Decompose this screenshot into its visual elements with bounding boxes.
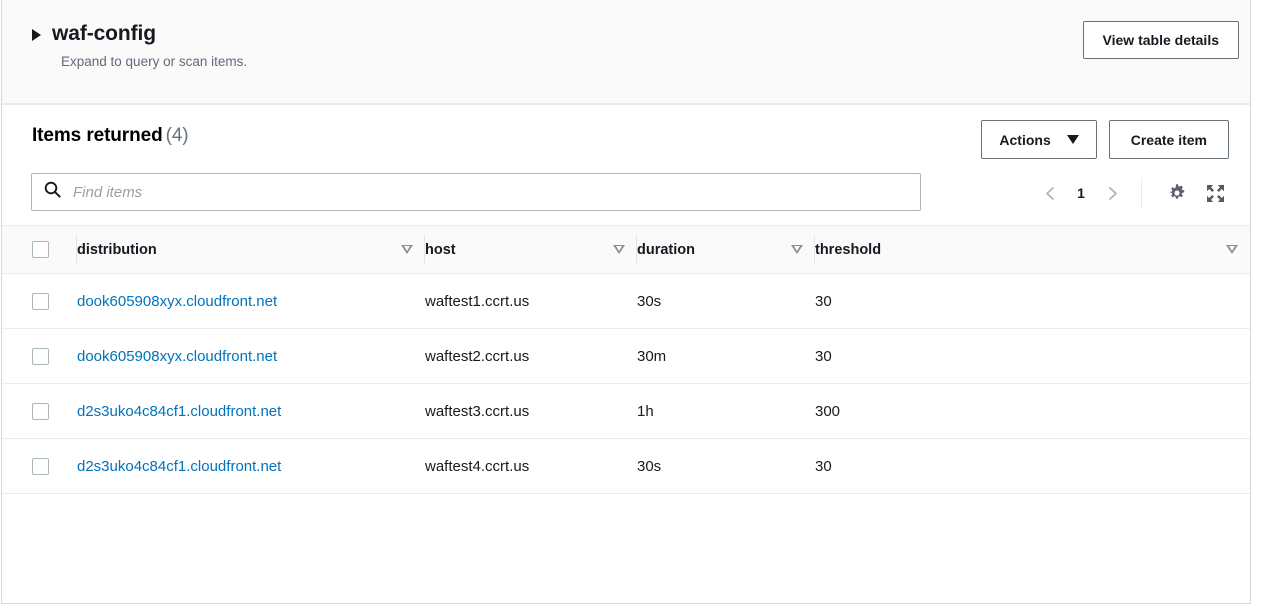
items-section: Items returned(4) Actions Create item [2, 105, 1250, 494]
cell-host: waftest4.ccrt.us [425, 457, 530, 475]
select-all-wrap [2, 241, 77, 258]
sort-descending-icon[interactable] [401, 245, 413, 254]
distribution-link[interactable]: d2s3uko4c84cf1.cloudfront.net [77, 457, 282, 475]
chevron-right-icon[interactable] [1095, 176, 1129, 210]
row-checkbox-wrap [2, 457, 77, 475]
table-header-row: distribution host dura [2, 225, 1250, 274]
distribution-link[interactable]: dook605908xyx.cloudfront.net [77, 292, 278, 310]
column-host-inner: host [425, 226, 637, 273]
cell-distribution: dook605908xyx.cloudfront.net [77, 274, 425, 329]
pagination-divider [1141, 178, 1142, 208]
sort-descending-icon[interactable] [791, 245, 803, 254]
cell-duration: 1h [637, 402, 654, 420]
view-table-details-button[interactable]: View table details [1082, 21, 1239, 59]
column-duration[interactable]: duration [637, 226, 815, 274]
cell-duration: 30s [637, 292, 662, 310]
column-distribution-inner: distribution [77, 226, 425, 273]
column-duration-inner: duration [637, 226, 815, 273]
page-title: waf-config [52, 22, 156, 45]
search-icon [44, 181, 61, 203]
table-header-left: waf-config Expand to query or scan items… [32, 22, 247, 69]
row-select-cell [2, 439, 77, 494]
items-header-row: Items returned(4) Actions Create item [2, 105, 1250, 173]
row-checkbox[interactable] [32, 402, 49, 420]
actions-button[interactable]: Actions [981, 120, 1097, 159]
table-title-row[interactable]: waf-config [32, 22, 247, 46]
caret-down-icon [1066, 135, 1079, 144]
expand-icon[interactable] [1200, 178, 1230, 208]
row-checkbox-wrap [2, 292, 77, 310]
gear-icon[interactable] [1162, 178, 1192, 208]
cell-distribution: d2s3uko4c84cf1.cloudfront.net [77, 384, 425, 439]
panel-container: waf-config Expand to query or scan items… [1, 0, 1251, 604]
filter-row: 1 [2, 173, 1250, 225]
create-item-button[interactable]: Create item [1108, 120, 1229, 159]
triangle-right-icon[interactable] [32, 29, 41, 41]
cell-threshold: 30 [815, 292, 832, 310]
cell-host: waftest2.ccrt.us [425, 347, 530, 365]
column-threshold[interactable]: threshold [815, 226, 1250, 274]
column-host-label: host [425, 241, 456, 258]
row-select-cell [2, 384, 77, 439]
column-duration-label: duration [637, 241, 695, 258]
table-head: distribution host dura [2, 225, 1250, 274]
select-all-checkbox[interactable] [32, 241, 49, 258]
cell-threshold: 30 [815, 457, 832, 475]
search-input[interactable] [73, 183, 908, 201]
table-row[interactable]: d2s3uko4c84cf1.cloudfront.net waftest4.c… [2, 438, 1250, 494]
table-row[interactable]: d2s3uko4c84cf1.cloudfront.net waftest3.c… [2, 383, 1250, 439]
items-action-buttons: Actions Create item [981, 120, 1229, 159]
cell-distribution: d2s3uko4c84cf1.cloudfront.net [77, 439, 425, 494]
pagination-controls: 1 [1033, 175, 1230, 211]
items-returned-heading: Items returned(4) [32, 125, 189, 147]
column-threshold-label: threshold [815, 241, 882, 258]
cell-duration: 30m [637, 347, 667, 365]
items-returned-count: (4) [165, 125, 189, 146]
table-header-section: waf-config Expand to query or scan items… [2, 0, 1250, 105]
search-box[interactable] [31, 173, 921, 211]
sort-descending-icon[interactable] [613, 245, 625, 254]
page-number-1[interactable]: 1 [1077, 185, 1085, 201]
table-row[interactable]: dook605908xyx.cloudfront.net waftest1.cc… [2, 273, 1250, 329]
items-returned-label: Items returned [32, 125, 163, 146]
cell-host: waftest3.ccrt.us [425, 402, 530, 420]
cell-duration: 30s [637, 457, 662, 475]
cell-host: waftest1.ccrt.us [425, 292, 530, 310]
sort-descending-icon[interactable] [1226, 245, 1238, 254]
table-row[interactable]: dook605908xyx.cloudfront.net waftest2.cc… [2, 328, 1250, 384]
actions-button-label: Actions [999, 131, 1051, 148]
cell-threshold: 300 [815, 402, 841, 420]
distribution-link[interactable]: dook605908xyx.cloudfront.net [77, 347, 278, 365]
row-select-cell [2, 274, 77, 329]
table-body: dook605908xyx.cloudfront.net waftest1.cc… [2, 273, 1250, 494]
column-distribution-label: distribution [77, 241, 157, 258]
distribution-link[interactable]: d2s3uko4c84cf1.cloudfront.net [77, 402, 282, 420]
items-table: distribution host dura [2, 225, 1250, 494]
row-checkbox[interactable] [32, 292, 49, 310]
row-checkbox-wrap [2, 347, 77, 365]
column-select-all [2, 226, 77, 274]
chevron-left-icon[interactable] [1033, 176, 1067, 210]
column-distribution[interactable]: distribution [77, 226, 425, 274]
row-checkbox[interactable] [32, 347, 49, 365]
cell-distribution: dook605908xyx.cloudfront.net [77, 329, 425, 384]
column-host[interactable]: host [425, 226, 637, 274]
table-subtitle: Expand to query or scan items. [61, 54, 248, 69]
cell-threshold: 30 [815, 347, 832, 365]
row-checkbox-wrap [2, 402, 77, 420]
row-select-cell [2, 329, 77, 384]
column-threshold-inner: threshold [815, 226, 1250, 273]
row-checkbox[interactable] [32, 457, 49, 475]
